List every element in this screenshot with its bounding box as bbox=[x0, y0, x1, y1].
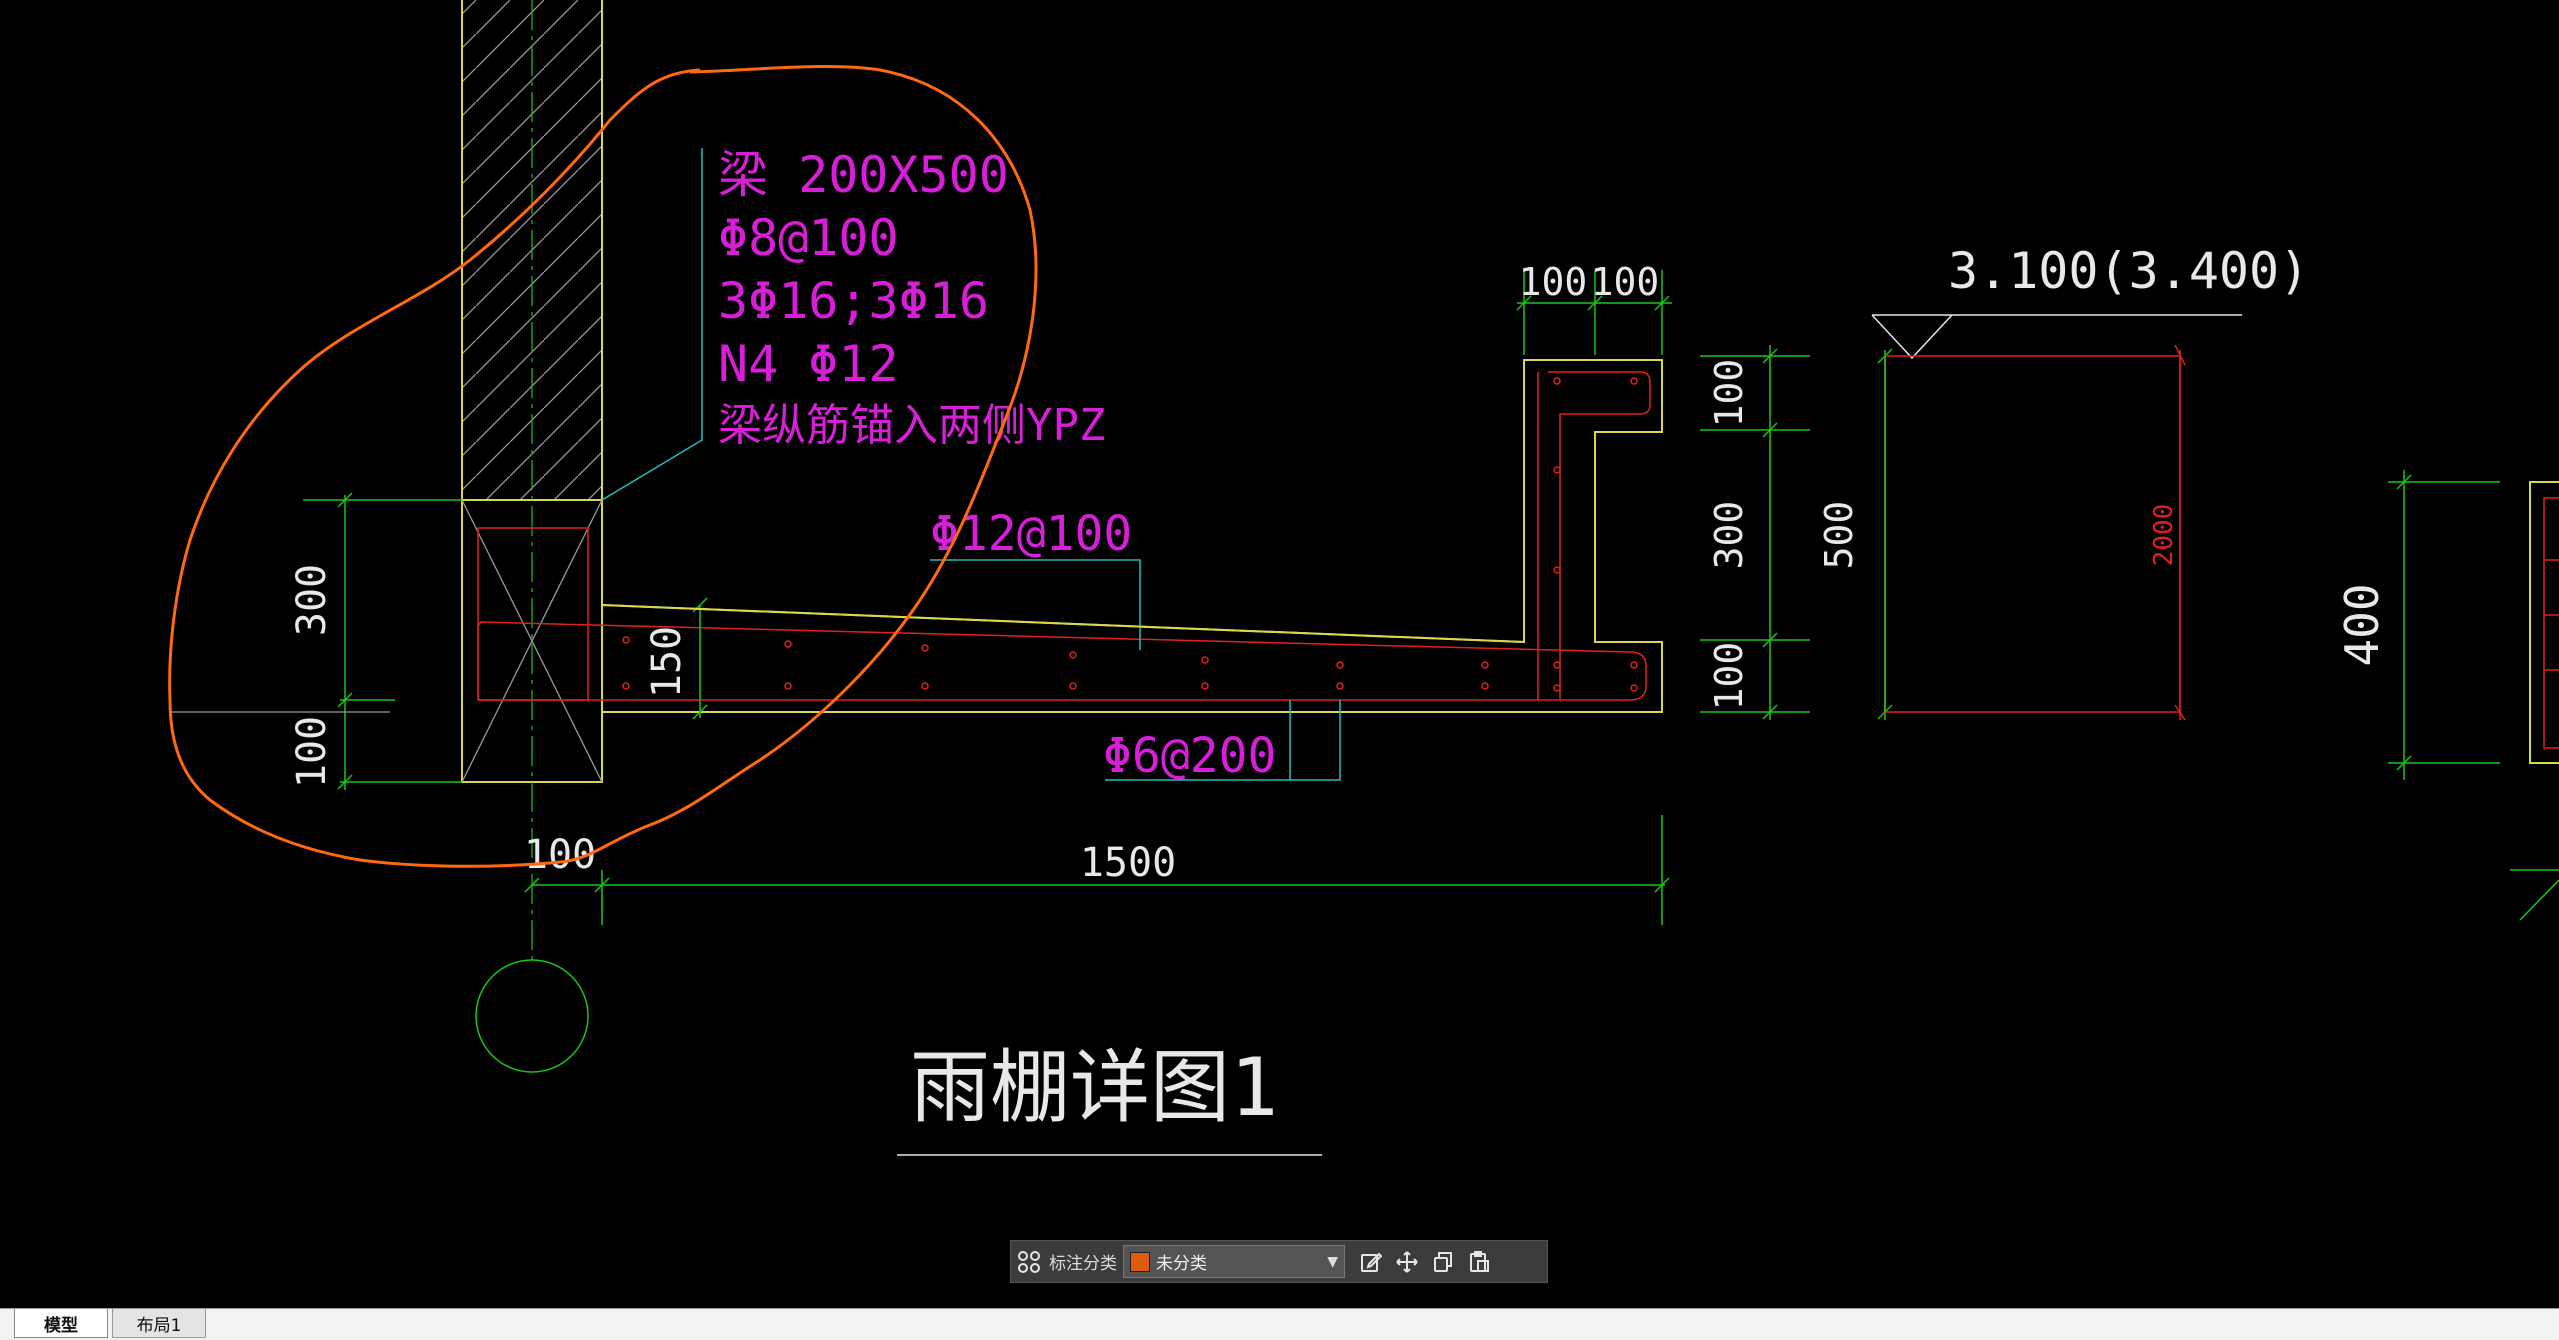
dim-300-beam: 300 bbox=[289, 564, 335, 636]
leader-lines bbox=[601, 148, 1341, 781]
grid-icon[interactable] bbox=[1011, 1244, 1047, 1280]
tab-layout1[interactable]: 布局1 bbox=[112, 1309, 206, 1338]
tab-model[interactable]: 模型 bbox=[14, 1309, 108, 1338]
slab-top-slope bbox=[601, 604, 1525, 643]
layout-tab-bar: 模型 布局1 bbox=[0, 1308, 2559, 1340]
right-partial-section bbox=[2529, 481, 2559, 764]
dim-100-sec-top: 100 bbox=[1707, 359, 1751, 428]
copy-icon[interactable] bbox=[1425, 1244, 1461, 1280]
dimension-lines bbox=[170, 270, 2559, 1073]
elevation-label: 3.100(3.400) bbox=[1948, 242, 2309, 300]
move-icon[interactable] bbox=[1389, 1244, 1425, 1280]
category-color-swatch bbox=[1130, 1251, 1150, 1272]
elevation-marker bbox=[1871, 314, 2242, 721]
category-dropdown[interactable]: 未分类 ▼ bbox=[1123, 1245, 1345, 1278]
dim-300-sec: 300 bbox=[1707, 501, 1751, 570]
chevron-down-icon: ▼ bbox=[1327, 1253, 1338, 1270]
beam-note-line-2: Φ8@100 bbox=[718, 209, 899, 267]
dimension-texts: 300 100 150 100 1500 100 100 100 300 100… bbox=[289, 260, 2389, 886]
annotation-category-label: 标注分类 bbox=[1049, 1254, 1117, 1274]
beam-note-line-5: 梁纵筋锚入两侧YPZ bbox=[718, 400, 1105, 451]
edit-icon[interactable] bbox=[1353, 1244, 1389, 1280]
dim-100-top-left: 100 bbox=[1519, 260, 1588, 304]
beam-note-line-4: N4 Φ12 bbox=[718, 335, 899, 393]
dim-100-beam: 100 bbox=[289, 716, 335, 788]
markup-cloud[interactable] bbox=[168, 65, 1038, 868]
dim-2000: 2000 bbox=[2149, 504, 2179, 567]
dim-1500-span: 1500 bbox=[1080, 840, 1176, 886]
dim-100-top-right: 100 bbox=[1591, 260, 1660, 304]
category-selected-value: 未分类 bbox=[1156, 1254, 1207, 1274]
cad-drawing-canvas[interactable]: 梁 200X500 Φ8@100 3Φ16;3Φ16 N4 Φ12 梁纵筋锚入两… bbox=[0, 0, 2559, 1308]
beam-note-line-1: 梁 200X500 bbox=[718, 146, 1009, 204]
canopy-slab bbox=[477, 359, 1663, 713]
dim-100-sec-bot: 100 bbox=[1707, 642, 1751, 711]
rebar-top-label: Φ12@100 bbox=[930, 506, 1132, 562]
paste-icon[interactable] bbox=[1461, 1244, 1497, 1280]
dim-150-slab: 150 bbox=[644, 626, 690, 698]
annotation-toolbar: 标注分类 未分类 ▼ bbox=[1010, 1240, 1548, 1283]
rebar-bottom-label: Φ6@200 bbox=[1103, 728, 1276, 784]
dim-400-far: 400 bbox=[2335, 583, 2389, 666]
drawing-title: 雨棚详图1 bbox=[910, 1041, 1278, 1134]
dim-500-sec: 500 bbox=[1817, 501, 1861, 570]
beam-annotation: 梁 200X500 Φ8@100 3Φ16;3Φ16 N4 Φ12 梁纵筋锚入两… bbox=[718, 146, 1105, 451]
beam-note-line-3: 3Φ16;3Φ16 bbox=[718, 272, 989, 330]
